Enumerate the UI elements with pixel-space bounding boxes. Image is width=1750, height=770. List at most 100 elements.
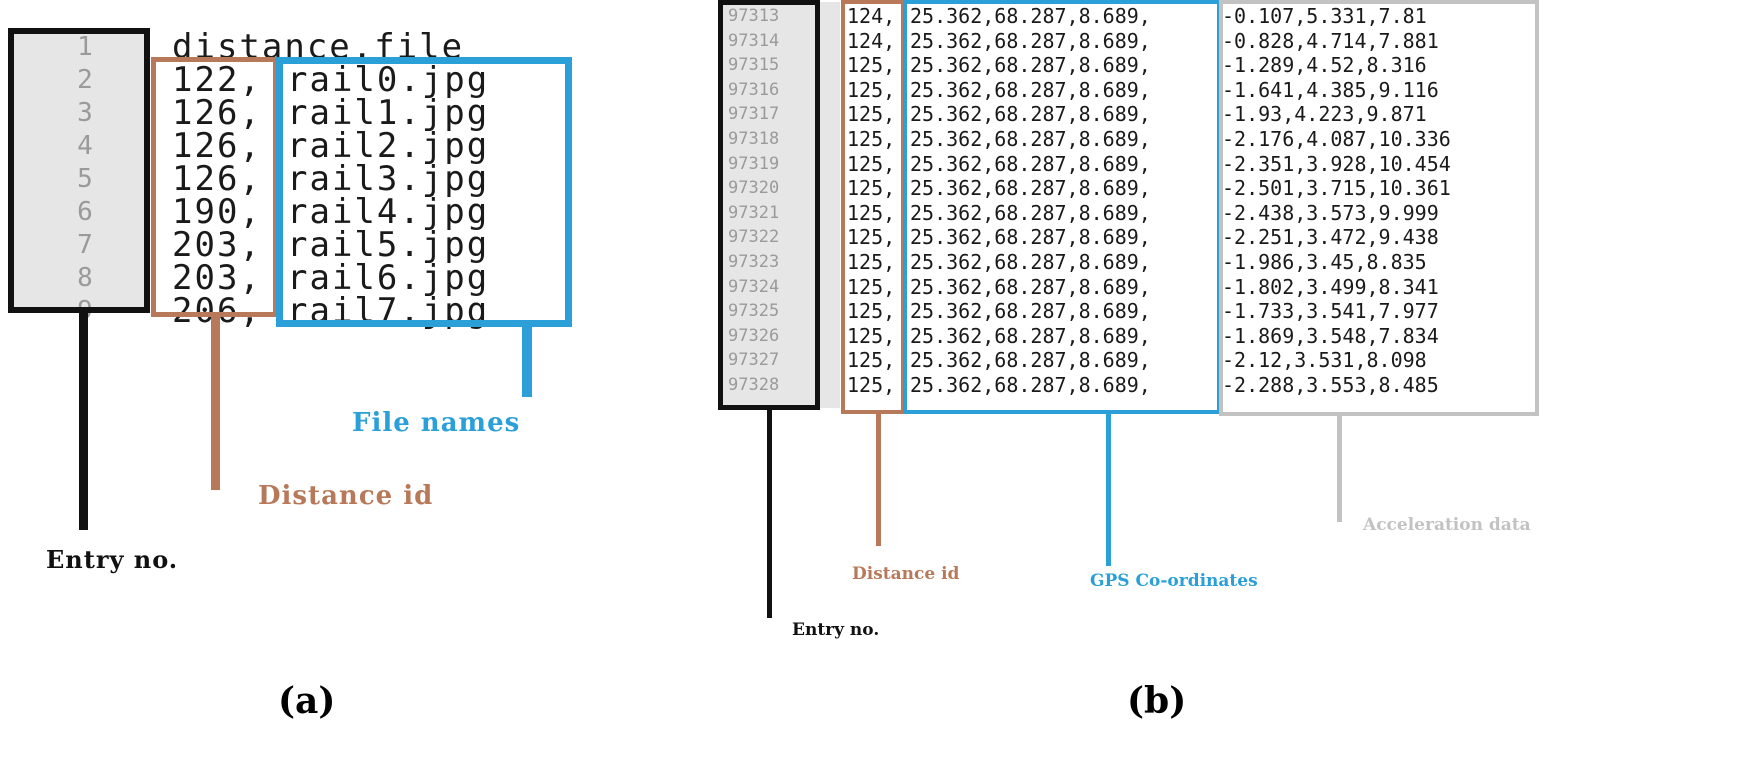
accel-label: Acceleration data (1363, 515, 1531, 535)
line-number: 97320 (728, 178, 780, 199)
accel-cell: -0.828,4.714,7.881 (1222, 28, 1439, 53)
files-label: File names (352, 408, 521, 438)
file-column: rail0.jpg rail1.jpg rail2.jpg rail3.jpg … (287, 60, 490, 328)
line-number: 3 (77, 98, 93, 128)
line-number: 6 (77, 197, 93, 227)
accel-cell: -1.986,3.45,8.835 (1222, 249, 1427, 274)
distance-cell: 125, (847, 77, 896, 102)
line-number: 97328 (728, 374, 780, 395)
file-cell: rail1.jpg (287, 93, 490, 133)
line-number: 97316 (728, 79, 780, 100)
line-number-gutter (720, 2, 840, 408)
entry-label: Entry no. (792, 620, 880, 640)
distance-leader-line (211, 317, 220, 490)
line-number: 97324 (728, 276, 780, 297)
accel-cell: -0.107,5.331,7.81 (1222, 4, 1427, 28)
accel-column: -0.107,5.331,7.81 -0.828,4.714,7.881 -1.… (1222, 4, 1451, 398)
entry-leader-line (767, 410, 772, 618)
gps-cell: 25.362,68.287,8.689, (910, 299, 1151, 324)
distance-cell: 190, (172, 192, 262, 232)
line-number: 97314 (728, 30, 780, 51)
distance-cell: 125, (847, 323, 896, 348)
distance-label: Distance id (258, 481, 434, 511)
distance-cell: 122, (172, 60, 262, 100)
gps-cell: 25.362,68.287,8.689, (910, 77, 1151, 102)
gps-cell: 25.362,68.287,8.689, (910, 348, 1151, 373)
distance-cell: 126, (172, 93, 262, 133)
line-number: 97326 (728, 325, 780, 346)
distance-cell: 126, (172, 159, 262, 199)
distance-cell: 125, (847, 372, 896, 397)
line-numbers: 97313 97314 97315 97316 97317 97318 9731… (728, 4, 779, 398)
gps-cell: 25.362,68.287,8.689, (910, 4, 1151, 28)
gps-cell: 25.362,68.287,8.689, (910, 176, 1151, 201)
accel-cell: -2.351,3.928,10.454 (1222, 151, 1451, 176)
distance-cell: 125, (847, 274, 896, 299)
distance-cell: 203, (172, 258, 262, 298)
file-cell: rail3.jpg (287, 159, 490, 199)
line-number: 4 (77, 131, 93, 161)
line-number: 97322 (728, 227, 780, 248)
file-cell: rail0.jpg (287, 60, 490, 100)
distance-cell: 125, (847, 126, 896, 151)
files-box (276, 57, 572, 327)
gps-cell: 25.362,68.287,8.689, (910, 200, 1151, 225)
accel-cell: -1.641,4.385,9.116 (1222, 77, 1439, 102)
line-number: 97313 (728, 6, 780, 26)
gps-cell: 25.362,68.287,8.689, (910, 274, 1151, 299)
line-number: 97317 (728, 104, 780, 125)
distance-box (841, 0, 905, 414)
file-cell: rail4.jpg (287, 192, 490, 232)
accel-cell: -1.289,4.52,8.316 (1222, 53, 1427, 78)
gps-cell: 25.362,68.287,8.689, (910, 225, 1151, 250)
line-number: 97319 (728, 153, 780, 174)
gps-cell: 25.362,68.287,8.689, (910, 102, 1151, 127)
accel-cell: -2.288,3.553,8.485 (1222, 372, 1439, 397)
gps-column: 25.362,68.287,8.689, 25.362,68.287,8.689… (910, 4, 1151, 398)
gps-cell: 25.362,68.287,8.689, (910, 151, 1151, 176)
distance-cell: 125, (847, 348, 896, 373)
distance-cell: 125, (847, 225, 896, 250)
line-number: 97325 (728, 301, 780, 322)
accel-cell: -2.501,3.715,10.361 (1222, 176, 1451, 201)
line-number: 97323 (728, 251, 780, 272)
distance-cell: 125, (847, 299, 896, 324)
gps-cell: 25.362,68.287,8.689, (910, 126, 1151, 151)
distance-cell: 125, (847, 102, 896, 127)
line-number: 1 (77, 32, 93, 62)
line-number: 7 (77, 230, 93, 260)
gps-cell: 25.362,68.287,8.689, (910, 249, 1151, 274)
accel-cell: -1.802,3.499,8.341 (1222, 274, 1439, 299)
distance-cell: 125, (847, 176, 896, 201)
distance-cell: 203, (172, 225, 262, 265)
accel-cell: -2.438,3.573,9.999 (1222, 200, 1439, 225)
accel-cell: -2.251,3.472,9.438 (1222, 225, 1439, 250)
files-leader-line (522, 327, 532, 397)
file-cell: rail6.jpg (287, 258, 490, 298)
line-number: 97315 (728, 55, 780, 76)
distance-cell: 125, (847, 151, 896, 176)
accel-cell: -1.869,3.548,7.834 (1222, 323, 1439, 348)
distance-cell: 126, (172, 126, 262, 166)
accel-leader-line (1337, 416, 1342, 522)
gps-cell: 25.362,68.287,8.689, (910, 53, 1151, 78)
distance-cell: 125, (847, 249, 896, 274)
entry-box (8, 28, 150, 313)
distance-cell: 124, (847, 28, 896, 53)
line-number: 97318 (728, 128, 780, 149)
gps-label: GPS Co-ordinates (1090, 571, 1258, 591)
accel-cell: -1.733,3.541,7.977 (1222, 299, 1439, 324)
line-number: 5 (77, 164, 93, 194)
panel-b-caption: (b) (1127, 680, 1187, 722)
accel-cell: -2.12,3.531,8.098 (1222, 348, 1427, 373)
gps-cell: 25.362,68.287,8.689, (910, 323, 1151, 348)
gps-box (903, 0, 1221, 414)
distance-label: Distance id (852, 564, 960, 584)
gps-cell: 25.362,68.287,8.689, (910, 28, 1151, 53)
distance-cell: 125, (847, 53, 896, 78)
accel-box (1219, 0, 1539, 416)
file-cell: rail5.jpg (287, 225, 490, 265)
accel-cell: -2.176,4.087,10.336 (1222, 126, 1451, 151)
distance-leader-line (876, 414, 881, 546)
entry-label: Entry no. (46, 545, 179, 574)
